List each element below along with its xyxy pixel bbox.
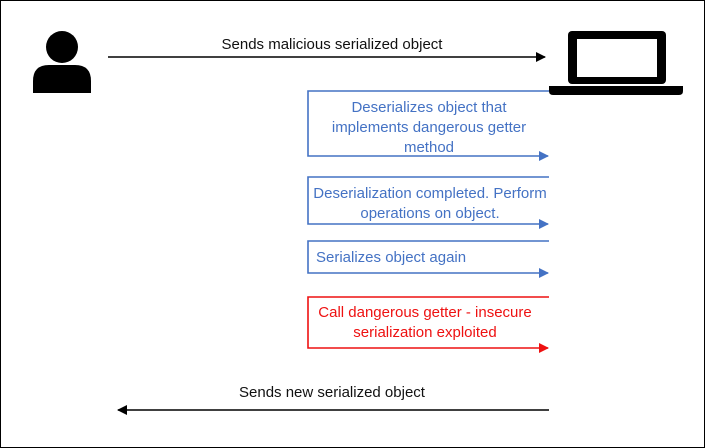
- step1-label-line1: Deserializes object that: [351, 99, 507, 116]
- laptop-icon: [549, 31, 683, 95]
- step2-label-line1: Deserialization completed. Perform: [313, 185, 547, 202]
- step2-arrow: [307, 176, 549, 229]
- step4-arrow: [307, 296, 549, 353]
- step4-label-line1: Call dangerous getter - insecure: [318, 304, 532, 321]
- step1-arrow: [307, 90, 549, 161]
- step1-label-line2: implements dangerous getter: [331, 119, 527, 136]
- step4-label-line2: serialization exploited: [353, 324, 497, 341]
- step1-label-line3: method: [403, 139, 455, 156]
- request-label: Sends malicious serialized object: [221, 36, 443, 53]
- user-icon: [33, 31, 91, 93]
- step3-arrow: [307, 240, 549, 278]
- step2-label-line2: operations on object.: [360, 205, 500, 222]
- step3-label: Serializes object again: [316, 249, 467, 266]
- response-label: Sends new serialized object: [239, 384, 425, 401]
